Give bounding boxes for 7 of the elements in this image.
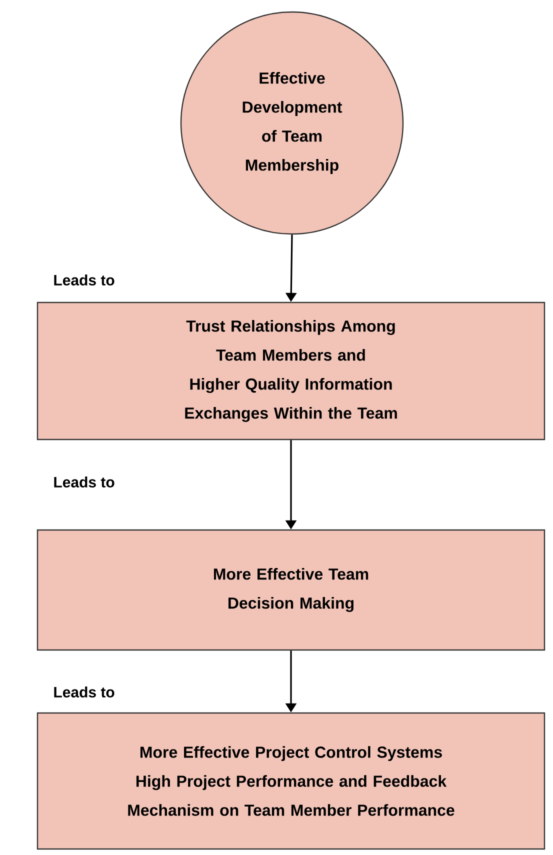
process-box: Trust Relationships Among Team Members and Higher Quality Information Exchanges Within the Team: [36, 302, 546, 440]
leads-to-label: Leads to: [54, 476, 114, 488]
leads-to-label: Leads to: [54, 274, 114, 286]
process-box: More Effective Team Decision Making: [36, 529, 546, 651]
circle-node: Effective Development of Team Membership: [180, 11, 404, 235]
leads-to-label: Leads to: [54, 686, 114, 698]
process-box: More Effective Project Control Systems High Project Performance and Feedback Mechanism on Team Member Performance: [36, 712, 546, 850]
